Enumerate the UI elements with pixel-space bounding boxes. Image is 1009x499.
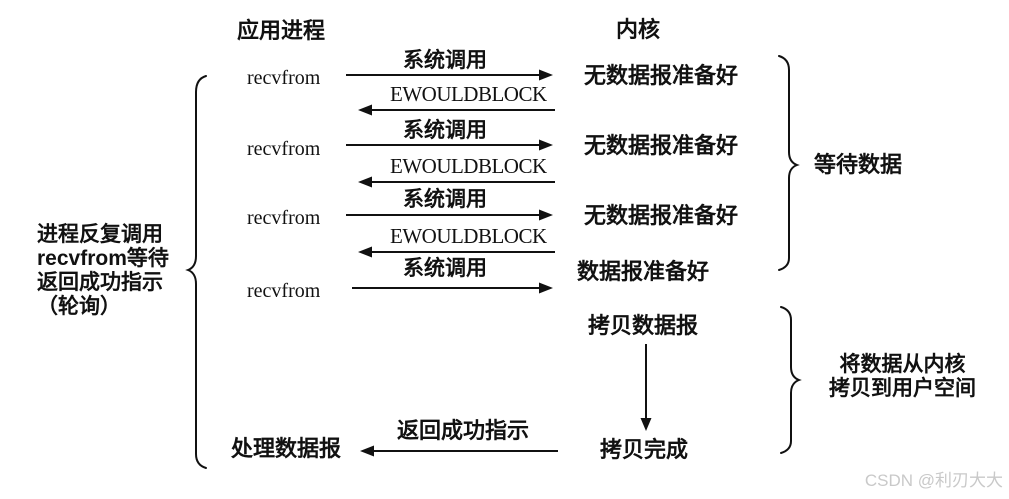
syscall-label-2: 系统调用 [403,119,487,142]
polling-note: 进程反复调用 recvfrom等待 返回成功指示 （轮询） [37,223,169,319]
return-success-arrow [360,445,558,457]
syscall-label-1: 系统调用 [403,49,487,72]
csdn-watermark: CSDN @利刃大大 [864,471,1003,490]
syscall-arrow-1 [346,69,553,81]
recvfrom-call-2: recvfrom [247,138,321,160]
recvfrom-call-1: recvfrom [247,67,321,89]
kernel-state-3: 无数据报准备好 [584,203,739,228]
recvfrom-call-3: recvfrom [247,207,321,229]
polling-note-line-2: recvfrom等待 [37,247,169,270]
ewouldblock-label-2: EWOULDBLOCK [390,154,547,178]
ewouldblock-label-3: EWOULDBLOCK [390,224,547,248]
kernel-state-ready: 数据报准备好 [577,259,710,284]
kernel-state-1: 无数据报准备好 [584,63,739,88]
syscall-arrow-4 [352,282,553,294]
process-datagram-label: 处理数据报 [231,436,342,461]
polling-note-line-3: 返回成功指示 [37,271,163,294]
syscall-label-3: 系统调用 [403,188,487,211]
syscall-arrow-2 [346,139,553,151]
ewouldblock-arrow-3 [358,246,555,258]
copy-complete-label: 拷贝完成 [600,437,689,462]
copy-note-line-2: 拷贝到用户空间 [829,377,976,400]
polling-note-line-1: 进程反复调用 [37,223,163,246]
application-column-header: 应用进程 [237,18,326,43]
ewouldblock-label-1: EWOULDBLOCK [390,82,547,106]
kernel-column-header: 内核 [616,17,661,42]
return-success-label: 返回成功指示 [397,418,530,443]
syscall-arrow-3 [346,209,553,221]
ewouldblock-arrow-2 [358,176,555,188]
copy-note-line-1: 将数据从内核 [839,353,966,376]
polling-brace [185,75,207,469]
recvfrom-call-4: recvfrom [247,280,321,302]
syscall-label-4: 系统调用 [403,257,487,280]
copy-datagram-label: 拷贝数据报 [588,313,699,338]
wait-data-brace [778,55,800,271]
copy-note: 将数据从内核 拷贝到用户空间 [800,353,1005,401]
kernel-state-2: 无数据报准备好 [584,133,739,158]
copy-arrow [640,344,652,431]
copy-brace [780,306,802,454]
ewouldblock-arrow-1 [358,104,555,116]
polling-note-line-4: （轮询） [37,295,121,318]
wait-data-label: 等待数据 [814,152,903,177]
